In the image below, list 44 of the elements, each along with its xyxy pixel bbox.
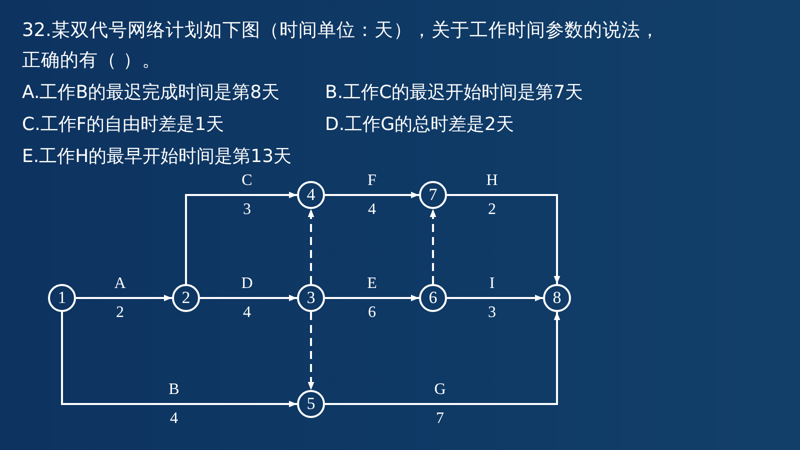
duration-label: 2: [116, 304, 124, 322]
question-text: 32.某双代号网络计划如下图（时间单位：天），关于工作时间参数的说法，正确的有（ ）。: [22, 19, 660, 73]
activity-label: G: [434, 381, 446, 399]
arrow: [185, 192, 297, 284]
event-circle: 4: [297, 181, 325, 209]
arrow: [447, 194, 560, 284]
arrow: [325, 312, 560, 405]
activity-label: B: [168, 381, 180, 399]
duration-label: 4: [368, 201, 376, 219]
arrow: [76, 294, 172, 302]
duration-label: 4: [170, 410, 178, 428]
answer-option: B.工作C的最迟开始时间是第7天: [325, 78, 584, 108]
arrow: [325, 192, 419, 198]
activity-label: E: [367, 275, 377, 293]
duration-label: 3: [243, 201, 251, 219]
event-circle: 1: [48, 284, 76, 312]
event-circle: 3: [297, 284, 325, 312]
duration-label: 6: [368, 304, 376, 322]
event-circle: 6: [419, 284, 447, 312]
arrow: [200, 294, 297, 302]
activity-label: I: [489, 275, 495, 293]
dummy-arrow: [430, 209, 436, 284]
duration-label: 3: [488, 304, 496, 322]
arrow: [325, 294, 419, 302]
answer-option: C.工作F的自由时差是1天: [22, 110, 224, 140]
event-circle: 5: [297, 390, 325, 418]
activity-label: F: [368, 172, 376, 190]
event-circle: 2: [172, 284, 200, 312]
duration-label: 4: [243, 304, 251, 322]
arrow: [61, 312, 297, 408]
answer-option: A.工作B的最迟完成时间是第8天: [22, 78, 280, 108]
answer-option: D.工作G的总时差是2天: [325, 110, 514, 140]
activity-label: A: [114, 275, 126, 293]
activity-label: H: [486, 172, 498, 190]
dummy-arrow: [308, 209, 314, 284]
activity-label: D: [241, 275, 253, 293]
duration-label: 2: [488, 201, 496, 219]
answer-option: E.工作H的最早开始时间是第13天: [22, 142, 292, 172]
duration-label: 7: [436, 410, 444, 428]
event-circle: 8: [543, 284, 571, 312]
arrow: [447, 294, 543, 302]
dummy-arrow: [308, 312, 314, 390]
activity-label: C: [242, 172, 252, 190]
event-circle: 7: [419, 181, 447, 209]
